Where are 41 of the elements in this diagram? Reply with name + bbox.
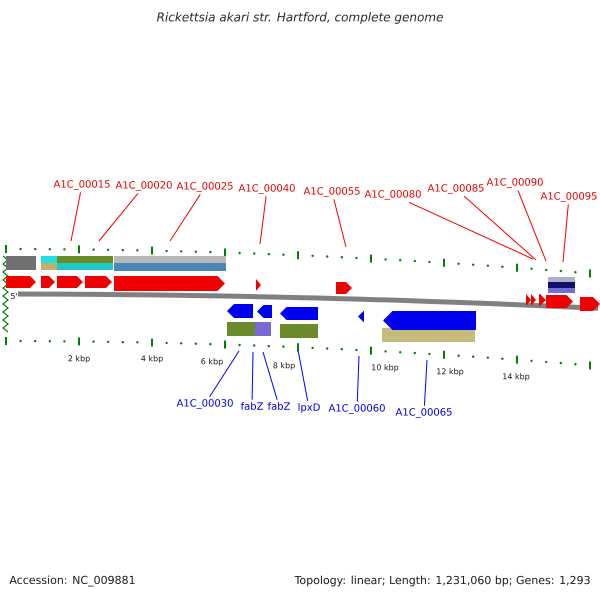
gene-label: A1C_00085 — [428, 184, 484, 194]
gene-label: A1C_00090 — [486, 178, 543, 188]
gene-label: A1C_00030 — [176, 399, 233, 409]
leader-line — [252, 352, 254, 400]
accession-text: Accession: NC_009881 — [10, 576, 135, 586]
scale-label: 6 kbp — [201, 358, 223, 366]
gene-label: fabZ — [268, 402, 290, 410]
scale-label: 12 kbp — [437, 368, 464, 376]
gene-label: A1C_00060 — [328, 404, 385, 414]
genome-info-text: Topology: linear; Length: 1,231,060 bp; Genes: 1,293 — [294, 576, 590, 586]
leader-line — [70, 192, 82, 242]
gene-label: A1C_00025 — [176, 182, 233, 192]
leader-line — [517, 190, 546, 262]
scale-label: 14 kbp — [503, 373, 530, 381]
scale-label: 4 kbp — [141, 355, 163, 363]
gene-label: A1C_00040 — [238, 184, 295, 194]
leader-line — [333, 198, 346, 248]
gene-label: A1C_00055 — [304, 187, 360, 197]
gene-label: A1C_00065 — [396, 408, 452, 418]
leader-line — [562, 204, 569, 262]
scale-label: 2 kbp — [68, 355, 90, 363]
leader-line — [356, 356, 360, 402]
gene-label: A1C_00020 — [116, 181, 172, 191]
leader-line — [262, 352, 278, 400]
leader-line — [170, 194, 201, 242]
gene-label: A1C_00080 — [364, 190, 421, 200]
title: Rickettsia akari str. Hartford, complete genome — [156, 12, 443, 24]
gene-label: lpxD — [298, 403, 320, 413]
leader-line — [98, 192, 139, 242]
gene-label: fabZ — [240, 402, 263, 410]
gene-label: A1C_00015 — [54, 180, 110, 190]
leader-line — [298, 350, 308, 402]
leader-line — [464, 196, 536, 260]
scale-label: 10 kbp — [372, 364, 398, 372]
scale-label: 8 kbp — [273, 362, 295, 370]
leader-line — [260, 196, 267, 244]
leader-line — [408, 202, 534, 260]
gene-label: A1C_00095 — [540, 192, 597, 202]
leader-line — [209, 350, 240, 398]
leader-line — [424, 360, 428, 406]
strand-label: 5' — [10, 293, 17, 299]
